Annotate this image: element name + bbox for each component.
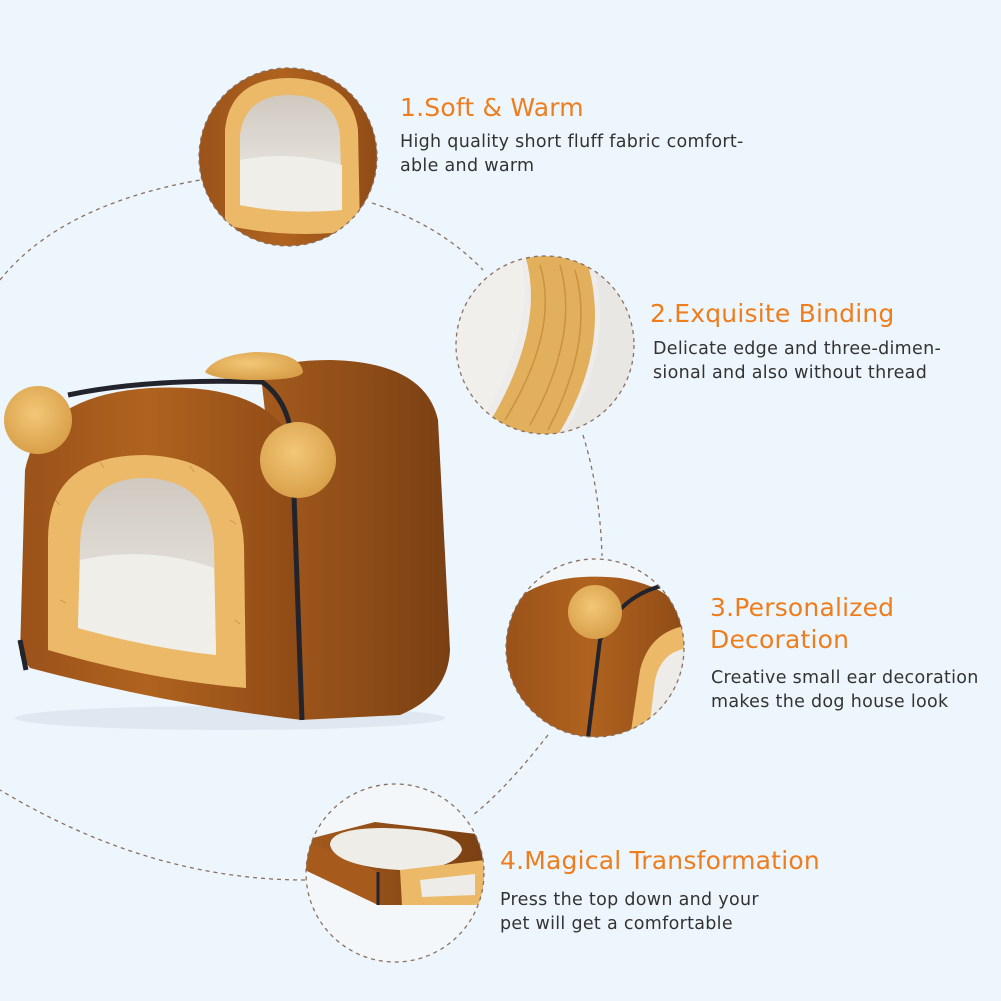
feature-1-desc-line: able and warm: [400, 156, 535, 176]
circle-magical-transformation: [305, 783, 485, 963]
feature-1-title: 1.Soft & Warm: [400, 93, 584, 122]
feature-3-desc-line: makes the dog house look: [711, 692, 949, 712]
feature-2-title: 2.Exquisite Binding: [650, 299, 895, 328]
dashed-connector-lines: [0, 179, 603, 881]
circle-exquisite-binding: [455, 255, 635, 435]
feature-1-description: High quality short fluff fabric comfort-…: [400, 130, 744, 178]
pet-house-main-image: [4, 352, 450, 730]
feature-3-title: 3.Personalized Decoration: [710, 592, 894, 656]
feature-2-desc-line: Delicate edge and three-dimen-: [653, 339, 942, 359]
feature-1-desc-line: High quality short fluff fabric comfort-: [400, 132, 744, 152]
circle-soft-warm: [198, 67, 378, 247]
feature-2-description: Delicate edge and three-dimen- sional an…: [653, 337, 941, 385]
circle-personalized-decoration: [505, 558, 685, 738]
feature-4-desc-line: Press the top down and your: [500, 890, 759, 910]
feature-4-description: Press the top down and your pet will get…: [500, 888, 759, 936]
feature-3-description: Creative small ear decoration makes the …: [711, 666, 979, 714]
feature-3-title-line: 3.Personalized: [710, 593, 895, 622]
feature-4-title: 4.Magical Transformation: [500, 846, 820, 875]
feature-3-title-line: Decoration: [710, 625, 850, 654]
feature-2-desc-line: sional and also without thread: [653, 363, 928, 383]
feature-4-desc-line: pet will get a comfortable: [500, 914, 733, 934]
feature-3-desc-line: Creative small ear decoration: [711, 668, 979, 688]
